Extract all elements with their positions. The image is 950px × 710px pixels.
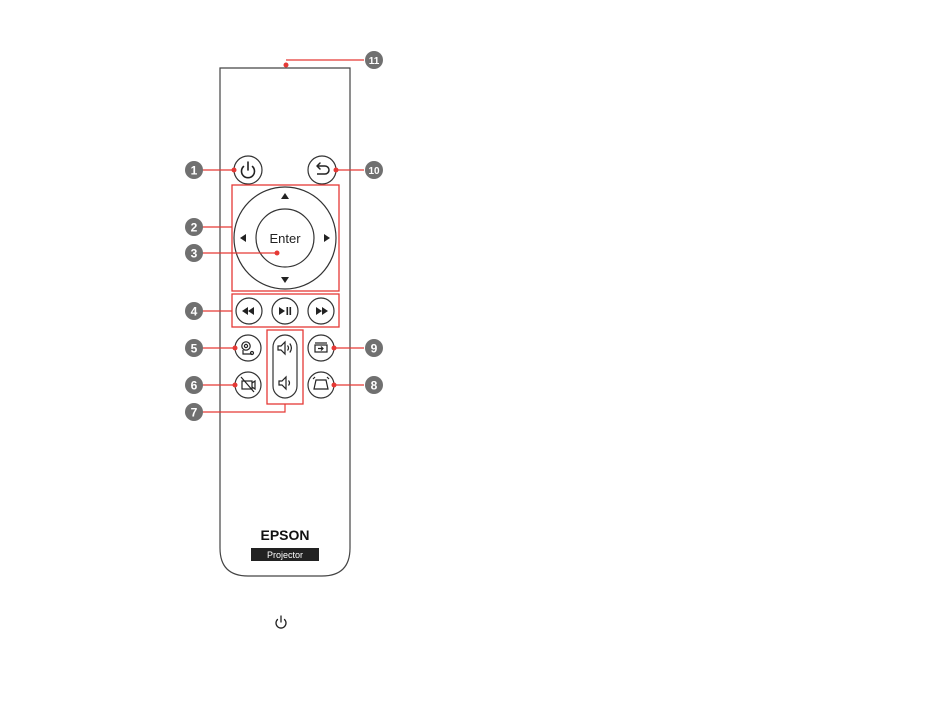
enter-label: Enter [269, 231, 301, 246]
svg-text:8: 8 [371, 379, 378, 393]
svg-text:11: 11 [369, 56, 380, 67]
callout-2: 2 [185, 218, 203, 236]
source-button[interactable] [308, 335, 334, 361]
callout-7: 7 [185, 403, 203, 421]
svg-text:2: 2 [191, 221, 198, 235]
svg-text:7: 7 [191, 406, 198, 420]
keystone-button[interactable] [308, 372, 334, 398]
callout-11: 11 [365, 51, 383, 69]
brand-logo: EPSON [260, 527, 309, 543]
rewind-button[interactable] [236, 298, 262, 324]
product-label: Projector [267, 550, 303, 560]
svg-text:6: 6 [191, 379, 198, 393]
callout-3: 3 [185, 244, 203, 262]
svg-text:4: 4 [191, 305, 198, 319]
enter-button[interactable]: Enter [256, 209, 314, 267]
callout-10: 10 [365, 161, 383, 179]
callout-6: 6 [185, 376, 203, 394]
svg-text:3: 3 [191, 247, 198, 261]
svg-text:10: 10 [368, 166, 380, 177]
av-mute-button[interactable] [235, 372, 261, 398]
callout-1: 1 [185, 161, 203, 179]
callout-8: 8 [365, 376, 383, 394]
power-button[interactable] [234, 156, 262, 184]
play-pause-button[interactable] [272, 298, 298, 324]
svg-text:1: 1 [191, 164, 198, 178]
return-button[interactable] [308, 156, 336, 184]
fast-forward-button[interactable] [308, 298, 334, 324]
settings-button[interactable] [235, 335, 261, 361]
volume-rocker[interactable] [273, 335, 297, 398]
callout-4: 4 [185, 302, 203, 320]
power-icon [276, 616, 286, 628]
svg-text:5: 5 [191, 342, 198, 356]
callout-9: 9 [365, 339, 383, 357]
svg-text:9: 9 [371, 342, 378, 356]
callout-5: 5 [185, 339, 203, 357]
